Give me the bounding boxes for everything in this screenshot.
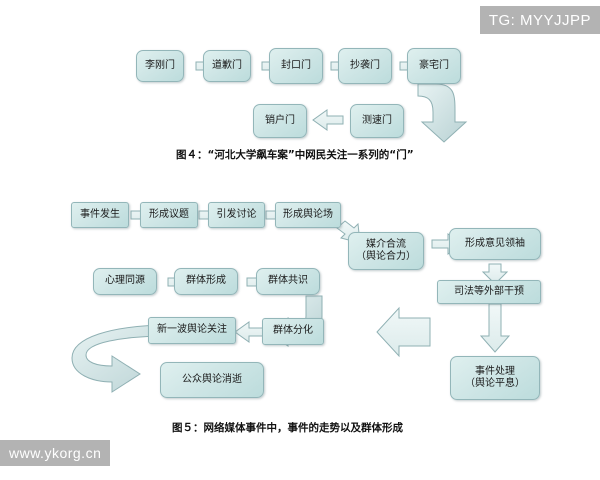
node-topic-forms[interactable]: 形成议题: [140, 202, 198, 228]
node-opinion-leader[interactable]: 形成意见领袖: [449, 228, 541, 260]
fig4-left-arrow: [312, 109, 344, 131]
node-judicial-intervention[interactable]: 司法等外部干预: [437, 280, 541, 304]
node-event-handled[interactable]: 事件处理 （舆论平息）: [450, 356, 540, 400]
node-gag-order-gate[interactable]: 封口门: [269, 48, 323, 84]
node-mansion-gate[interactable]: 豪宅门: [407, 48, 461, 84]
node-group-consensus[interactable]: 群体共识: [256, 268, 320, 295]
node-group-forms[interactable]: 群体形成: [174, 268, 238, 295]
node-media-convergence[interactable]: 媒介合流 （舆论合力）: [348, 232, 424, 270]
fig4-return-arrow: [417, 83, 468, 143]
node-event-occurs[interactable]: 事件发生: [71, 202, 129, 228]
node-speed-test-gate[interactable]: 测速门: [350, 104, 404, 138]
watermark-bottom-left: www.ykorg.cn: [0, 440, 111, 466]
node-group-differentiation[interactable]: 群体分化: [262, 318, 324, 345]
node-discussion-triggered[interactable]: 引发讨论: [208, 202, 265, 228]
watermark-top-right: TG: MYYJJPP: [479, 6, 600, 34]
node-plagiarism-gate[interactable]: 抄袭门: [338, 48, 392, 84]
node-public-opinion-fades[interactable]: 公众舆论消逝: [160, 362, 264, 398]
node-li-gang-gate[interactable]: 李刚门: [136, 50, 184, 82]
node-account-cancel-gate[interactable]: 销户门: [253, 104, 307, 138]
node-new-opinion-wave[interactable]: 新一波舆论关注: [148, 317, 236, 344]
figure5-caption: 图５：网络媒体事件中，事件的走势以及群体形成: [172, 422, 403, 434]
node-opinion-field-forms[interactable]: 形成舆论场: [275, 202, 341, 228]
node-apology-gate[interactable]: 道歉门: [203, 50, 251, 82]
node-psychological-homology[interactable]: 心理同源: [93, 268, 157, 295]
figure4-caption: 图４：“河北大学飙车案”中网民关注一系列的“门”: [176, 149, 414, 161]
